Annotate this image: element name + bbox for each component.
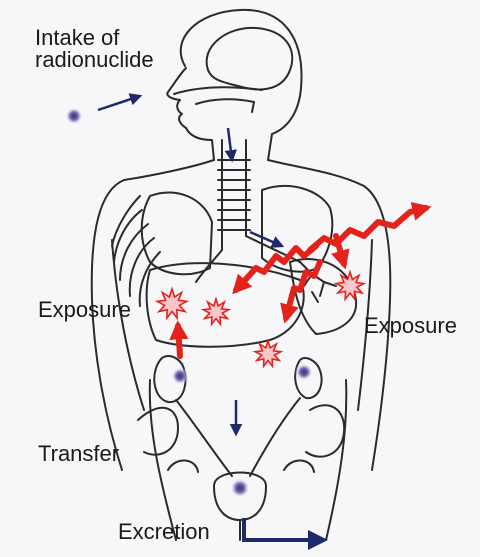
human-body-outline <box>92 10 391 540</box>
transfer-label: Transfer <box>38 442 119 466</box>
left-arm <box>92 180 144 470</box>
bladder-particle <box>230 478 250 498</box>
kidney-particle-left <box>171 367 189 385</box>
excretion-arrow <box>244 518 324 540</box>
excretion-label: Excretion <box>118 520 210 544</box>
burst-icon <box>157 289 187 318</box>
lower-torso-left <box>150 380 176 540</box>
ribcage <box>112 196 160 306</box>
exposure-bursts <box>157 272 364 366</box>
lung-entry-arrow <box>250 232 282 246</box>
burst-icon <box>336 272 364 299</box>
burst-icon <box>203 299 229 324</box>
intake-arrow <box>98 96 140 110</box>
esophagus <box>222 140 246 250</box>
exposure-label-left: Exposure <box>38 298 131 322</box>
exposure-label-right: Exposure <box>364 314 457 338</box>
neck-left <box>124 160 214 180</box>
radiation-arrow-up <box>178 326 180 356</box>
kidney-particle-right <box>295 363 313 381</box>
esophagus-arrow <box>228 128 232 160</box>
burst-icon <box>255 341 281 366</box>
intestines <box>138 405 344 472</box>
brain <box>207 28 293 90</box>
lower-torso-right <box>326 380 346 540</box>
face-profile <box>167 68 214 160</box>
radiation-wave-outgoing <box>310 208 426 250</box>
nasal-passage <box>174 87 262 112</box>
intake-label-line2: radionuclide <box>35 48 154 72</box>
inhaled-particle <box>65 107 83 125</box>
neck-right <box>268 160 364 186</box>
